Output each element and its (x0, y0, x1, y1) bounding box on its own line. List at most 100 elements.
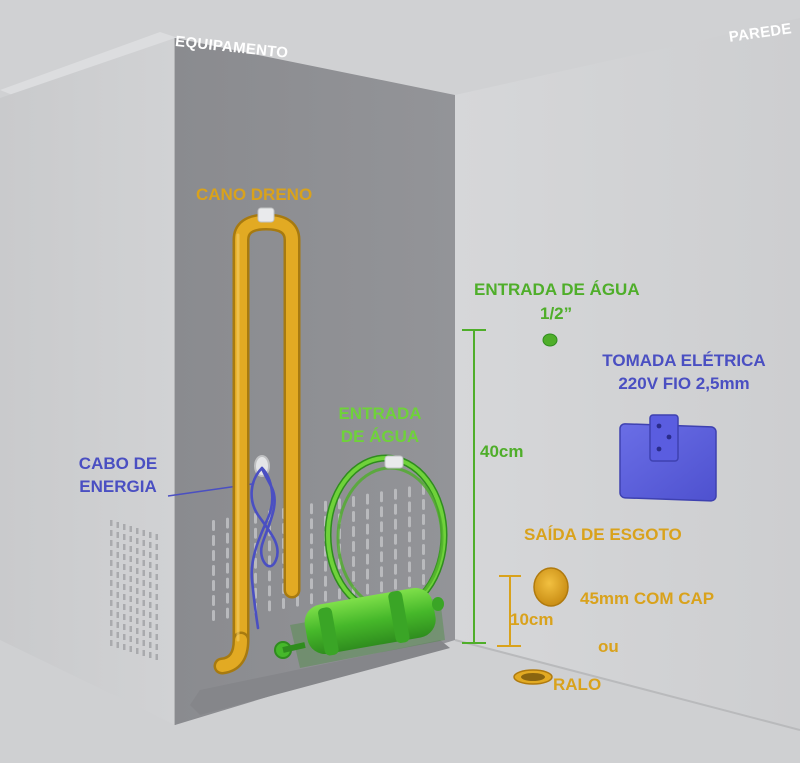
side-vent-hole (155, 604, 158, 610)
side-vent-hole (116, 592, 119, 598)
vent-slot (324, 500, 327, 512)
power-cable-label-line2: ENERGIA (79, 477, 157, 496)
vent-slot (226, 562, 229, 574)
vent-slot (310, 518, 313, 530)
vent-slot (352, 511, 355, 522)
or-label: ou (598, 637, 619, 656)
vent-slot (212, 550, 215, 561)
side-vent-hole (155, 564, 158, 570)
side-vent-hole (110, 540, 113, 546)
side-vent-hole (123, 534, 126, 540)
side-vent-hole (116, 622, 119, 628)
side-vent-hole (142, 650, 145, 656)
side-vent-hole (123, 524, 126, 530)
side-vent-hole (149, 572, 152, 578)
vent-slot (324, 560, 327, 572)
hose-clamp (384, 455, 404, 469)
vent-slot (366, 508, 369, 520)
side-vent-hole (155, 614, 158, 620)
side-vent-hole (136, 528, 139, 534)
vent-slot (310, 578, 313, 590)
side-vent-hole (116, 532, 119, 538)
side-vent-hole (110, 550, 113, 556)
side-vent-hole (136, 558, 139, 564)
side-vent-hole (129, 566, 132, 572)
side-vent-hole (129, 596, 132, 602)
vent-slot (422, 499, 425, 510)
side-vent-hole (123, 544, 126, 550)
vent-slot (394, 548, 397, 560)
vent-slot (212, 535, 215, 546)
side-vent-hole (155, 594, 158, 600)
vent-slot (268, 585, 271, 597)
side-vent-hole (123, 574, 126, 580)
vent-slot (394, 503, 397, 515)
side-vent-hole (110, 600, 113, 606)
dimension-10cm (497, 575, 521, 647)
side-vent-hole (123, 554, 126, 560)
vent-slot (394, 533, 397, 545)
side-vent-hole (155, 654, 158, 660)
side-vent-hole (155, 584, 158, 590)
side-vent-hole (110, 570, 113, 576)
side-vent-hole (155, 574, 158, 580)
vent-slot (366, 583, 369, 595)
sewage-outlet-cap (533, 567, 569, 607)
vent-slot (352, 526, 355, 537)
vent-slot (380, 506, 383, 518)
side-vent-hole (142, 610, 145, 616)
side-vent-hole (149, 602, 152, 608)
vent-slot (408, 501, 411, 513)
side-vent-hole (142, 530, 145, 536)
side-vent-hole (149, 562, 152, 568)
side-vent-hole (136, 648, 139, 654)
side-vent-hole (155, 644, 158, 650)
equipment-base (190, 640, 450, 715)
vent-slot (226, 547, 229, 559)
vent-slot (324, 590, 327, 602)
side-vent-hole (110, 520, 113, 526)
vent-slot (212, 565, 215, 576)
power-cable-label-line1: CABO DE (78, 454, 158, 473)
side-vent-hole (110, 590, 113, 596)
side-vent-hole (123, 594, 126, 600)
side-vent-hole (142, 640, 145, 646)
vent-slot (310, 503, 313, 515)
side-vent-hole (149, 642, 152, 648)
side-vent-hole (129, 526, 132, 532)
side-vent-hole (142, 540, 145, 546)
side-vent-hole (116, 642, 119, 648)
side-vent-hole (136, 628, 139, 634)
outlet-label-line2: 220V FIO 2,5mm (618, 374, 750, 393)
side-vent-hole (142, 630, 145, 636)
side-vent-hole (110, 610, 113, 616)
electrical-outlet (619, 414, 717, 502)
sewage-outlet-label: SAÍDA DE ESGOTO (524, 525, 682, 544)
side-vent-hole (123, 634, 126, 640)
side-vent-hole (149, 632, 152, 638)
vent-slot (310, 533, 313, 545)
side-vent-hole (110, 560, 113, 566)
equipment-side-panel (0, 38, 175, 725)
side-vent-hole (155, 624, 158, 630)
vent-slot (254, 527, 257, 539)
vent-slot (226, 592, 229, 604)
side-vent-hole (155, 534, 158, 540)
side-vent-hole (142, 600, 145, 606)
side-vent-hole (129, 646, 132, 652)
height-10cm-label: 10cm (510, 610, 554, 629)
side-vent-hole (129, 636, 132, 642)
vent-slot (282, 598, 285, 609)
vent-slot (422, 544, 425, 555)
side-vent-hole (136, 638, 139, 644)
floor-drain-label: RALO (553, 675, 602, 694)
side-vent-hole (129, 616, 132, 622)
vent-slot (352, 556, 355, 567)
vent-slot (212, 520, 215, 531)
side-vent-hole (123, 604, 126, 610)
vent-slot (366, 538, 369, 550)
wall (455, 18, 800, 730)
vent-slot (352, 541, 355, 552)
side-vent-hole (110, 640, 113, 646)
